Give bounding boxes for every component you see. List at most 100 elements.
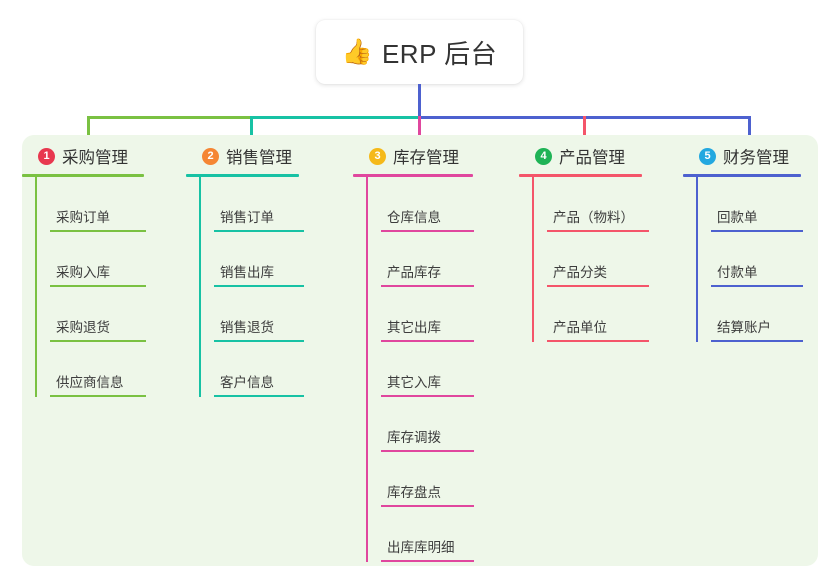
leaf-item-rule <box>381 285 474 287</box>
leaf-item-rule <box>547 285 649 287</box>
leaf-item-rule <box>711 285 803 287</box>
leaf-item[interactable]: 销售订单 <box>214 177 326 232</box>
column-spine <box>532 177 534 342</box>
leaf-item[interactable]: 其它入库 <box>381 342 493 397</box>
leaf-item[interactable]: 产品分类 <box>547 232 659 287</box>
leaf-item-rule <box>547 230 649 232</box>
leaf-item-label: 回款单 <box>717 210 758 225</box>
column-财务管理: 5 财务管理回款单付款单结算账户 <box>683 143 823 342</box>
leaf-item-rule <box>50 285 146 287</box>
column-spine <box>199 177 201 397</box>
branch-drop-4 <box>583 116 586 143</box>
leaf-item-label: 采购退货 <box>56 320 110 335</box>
leaf-item[interactable]: 产品库存 <box>381 232 493 287</box>
leaf-item-label: 采购订单 <box>56 210 110 225</box>
leaf-item[interactable]: 采购订单 <box>50 177 172 232</box>
column-header-rule <box>22 174 144 177</box>
leaf-item-label: 其它出库 <box>387 320 441 335</box>
root-title: ERP 后台 <box>381 38 498 69</box>
column-title: 产品管理 <box>559 149 625 167</box>
column-title: 财务管理 <box>723 149 789 167</box>
leaf-item-label: 出库库明细 <box>387 540 455 555</box>
leaf-item-rule <box>381 395 474 397</box>
leaf-item-label: 库存盘点 <box>387 485 441 500</box>
leaf-item-label: 其它入库 <box>387 375 441 390</box>
column-header-rule <box>186 174 299 177</box>
leaf-item[interactable]: 结算账户 <box>711 287 823 342</box>
column-header-rule <box>353 174 473 177</box>
column-header-财务管理[interactable]: 5 财务管理 <box>683 143 823 169</box>
column-badge-2: 2 <box>202 147 219 165</box>
leaf-item[interactable]: 其它出库 <box>381 287 493 342</box>
leaf-item-rule <box>381 505 474 507</box>
leaf-item[interactable]: 销售出库 <box>214 232 326 287</box>
leaf-item[interactable]: 销售退货 <box>214 287 326 342</box>
column-badge-3: 3 <box>369 147 386 165</box>
leaf-item-label: 供应商信息 <box>56 375 124 390</box>
leaf-item[interactable]: 回款单 <box>711 177 823 232</box>
leaf-item[interactable]: 仓库信息 <box>381 177 493 232</box>
column-items: 销售订单销售出库销售退货客户信息 <box>186 177 326 397</box>
leaf-item[interactable]: 产品单位 <box>547 287 659 342</box>
column-header-rule <box>519 174 642 177</box>
branch-drop-1 <box>87 116 90 143</box>
branch-drop-2 <box>250 116 253 143</box>
leaf-item-rule <box>547 340 649 342</box>
branch-drop-3 <box>418 116 421 143</box>
leaf-item[interactable]: 库存盘点 <box>381 452 493 507</box>
leaf-item-rule <box>214 395 304 397</box>
leaf-item-label: 产品分类 <box>553 265 607 280</box>
column-title: 库存管理 <box>393 149 459 167</box>
column-header-库存管理[interactable]: 3 库存管理 <box>353 143 493 169</box>
branch-drop-5 <box>748 116 751 143</box>
leaf-item-label: 产品（物料） <box>553 210 634 225</box>
column-spine <box>696 177 698 342</box>
column-header-销售管理[interactable]: 2 销售管理 <box>186 143 326 169</box>
leaf-item[interactable]: 采购退货 <box>50 287 172 342</box>
leaf-item-rule <box>50 395 146 397</box>
leaf-item-label: 结算账户 <box>717 320 771 335</box>
column-header-采购管理[interactable]: 1 采购管理 <box>22 143 172 169</box>
leaf-item[interactable]: 供应商信息 <box>50 342 172 397</box>
column-items: 采购订单采购入库采购退货供应商信息 <box>22 177 172 397</box>
branches-panel <box>22 135 818 566</box>
leaf-item-label: 仓库信息 <box>387 210 441 225</box>
bus-segment-2 <box>250 116 420 119</box>
column-badge-5: 5 <box>699 147 716 165</box>
leaf-item-rule <box>214 230 304 232</box>
leaf-item-label: 销售退货 <box>220 320 274 335</box>
leaf-item[interactable]: 客户信息 <box>214 342 326 397</box>
column-title: 采购管理 <box>62 149 128 167</box>
leaf-item[interactable]: 出库库明细 <box>381 507 493 562</box>
column-items: 产品（物料） 产品分类产品单位 <box>519 177 659 342</box>
thumbs-up-icon: 👍 <box>341 37 373 66</box>
leaf-item[interactable]: 采购入库 <box>50 232 172 287</box>
column-采购管理: 1 采购管理采购订单采购入库采购退货供应商信息 <box>22 143 172 397</box>
root-node[interactable]: 👍 ERP 后台 <box>316 20 523 84</box>
leaf-item-rule <box>711 340 803 342</box>
leaf-item[interactable]: 产品（物料） <box>547 177 659 232</box>
leaf-item[interactable]: 库存调拨 <box>381 397 493 452</box>
leaf-item-rule <box>50 340 146 342</box>
leaf-item-rule <box>381 340 474 342</box>
root-stem <box>418 84 421 119</box>
column-header-rule <box>683 174 801 177</box>
column-title: 销售管理 <box>226 149 292 167</box>
column-items: 回款单付款单结算账户 <box>683 177 823 342</box>
leaf-item-rule <box>214 340 304 342</box>
column-items: 仓库信息产品库存其它出库其它入库库存调拨库存盘点出库库明细 <box>353 177 493 562</box>
leaf-item-rule <box>381 230 474 232</box>
leaf-item-label: 付款单 <box>717 265 758 280</box>
leaf-item-label: 销售出库 <box>220 265 274 280</box>
leaf-item-label: 客户信息 <box>220 375 274 390</box>
leaf-item-label: 采购入库 <box>56 265 110 280</box>
column-badge-1: 1 <box>38 147 55 165</box>
bus-segment-1 <box>87 116 250 119</box>
column-spine <box>366 177 368 562</box>
leaf-item-rule <box>50 230 146 232</box>
leaf-item[interactable]: 付款单 <box>711 232 823 287</box>
leaf-item-rule <box>381 560 474 562</box>
